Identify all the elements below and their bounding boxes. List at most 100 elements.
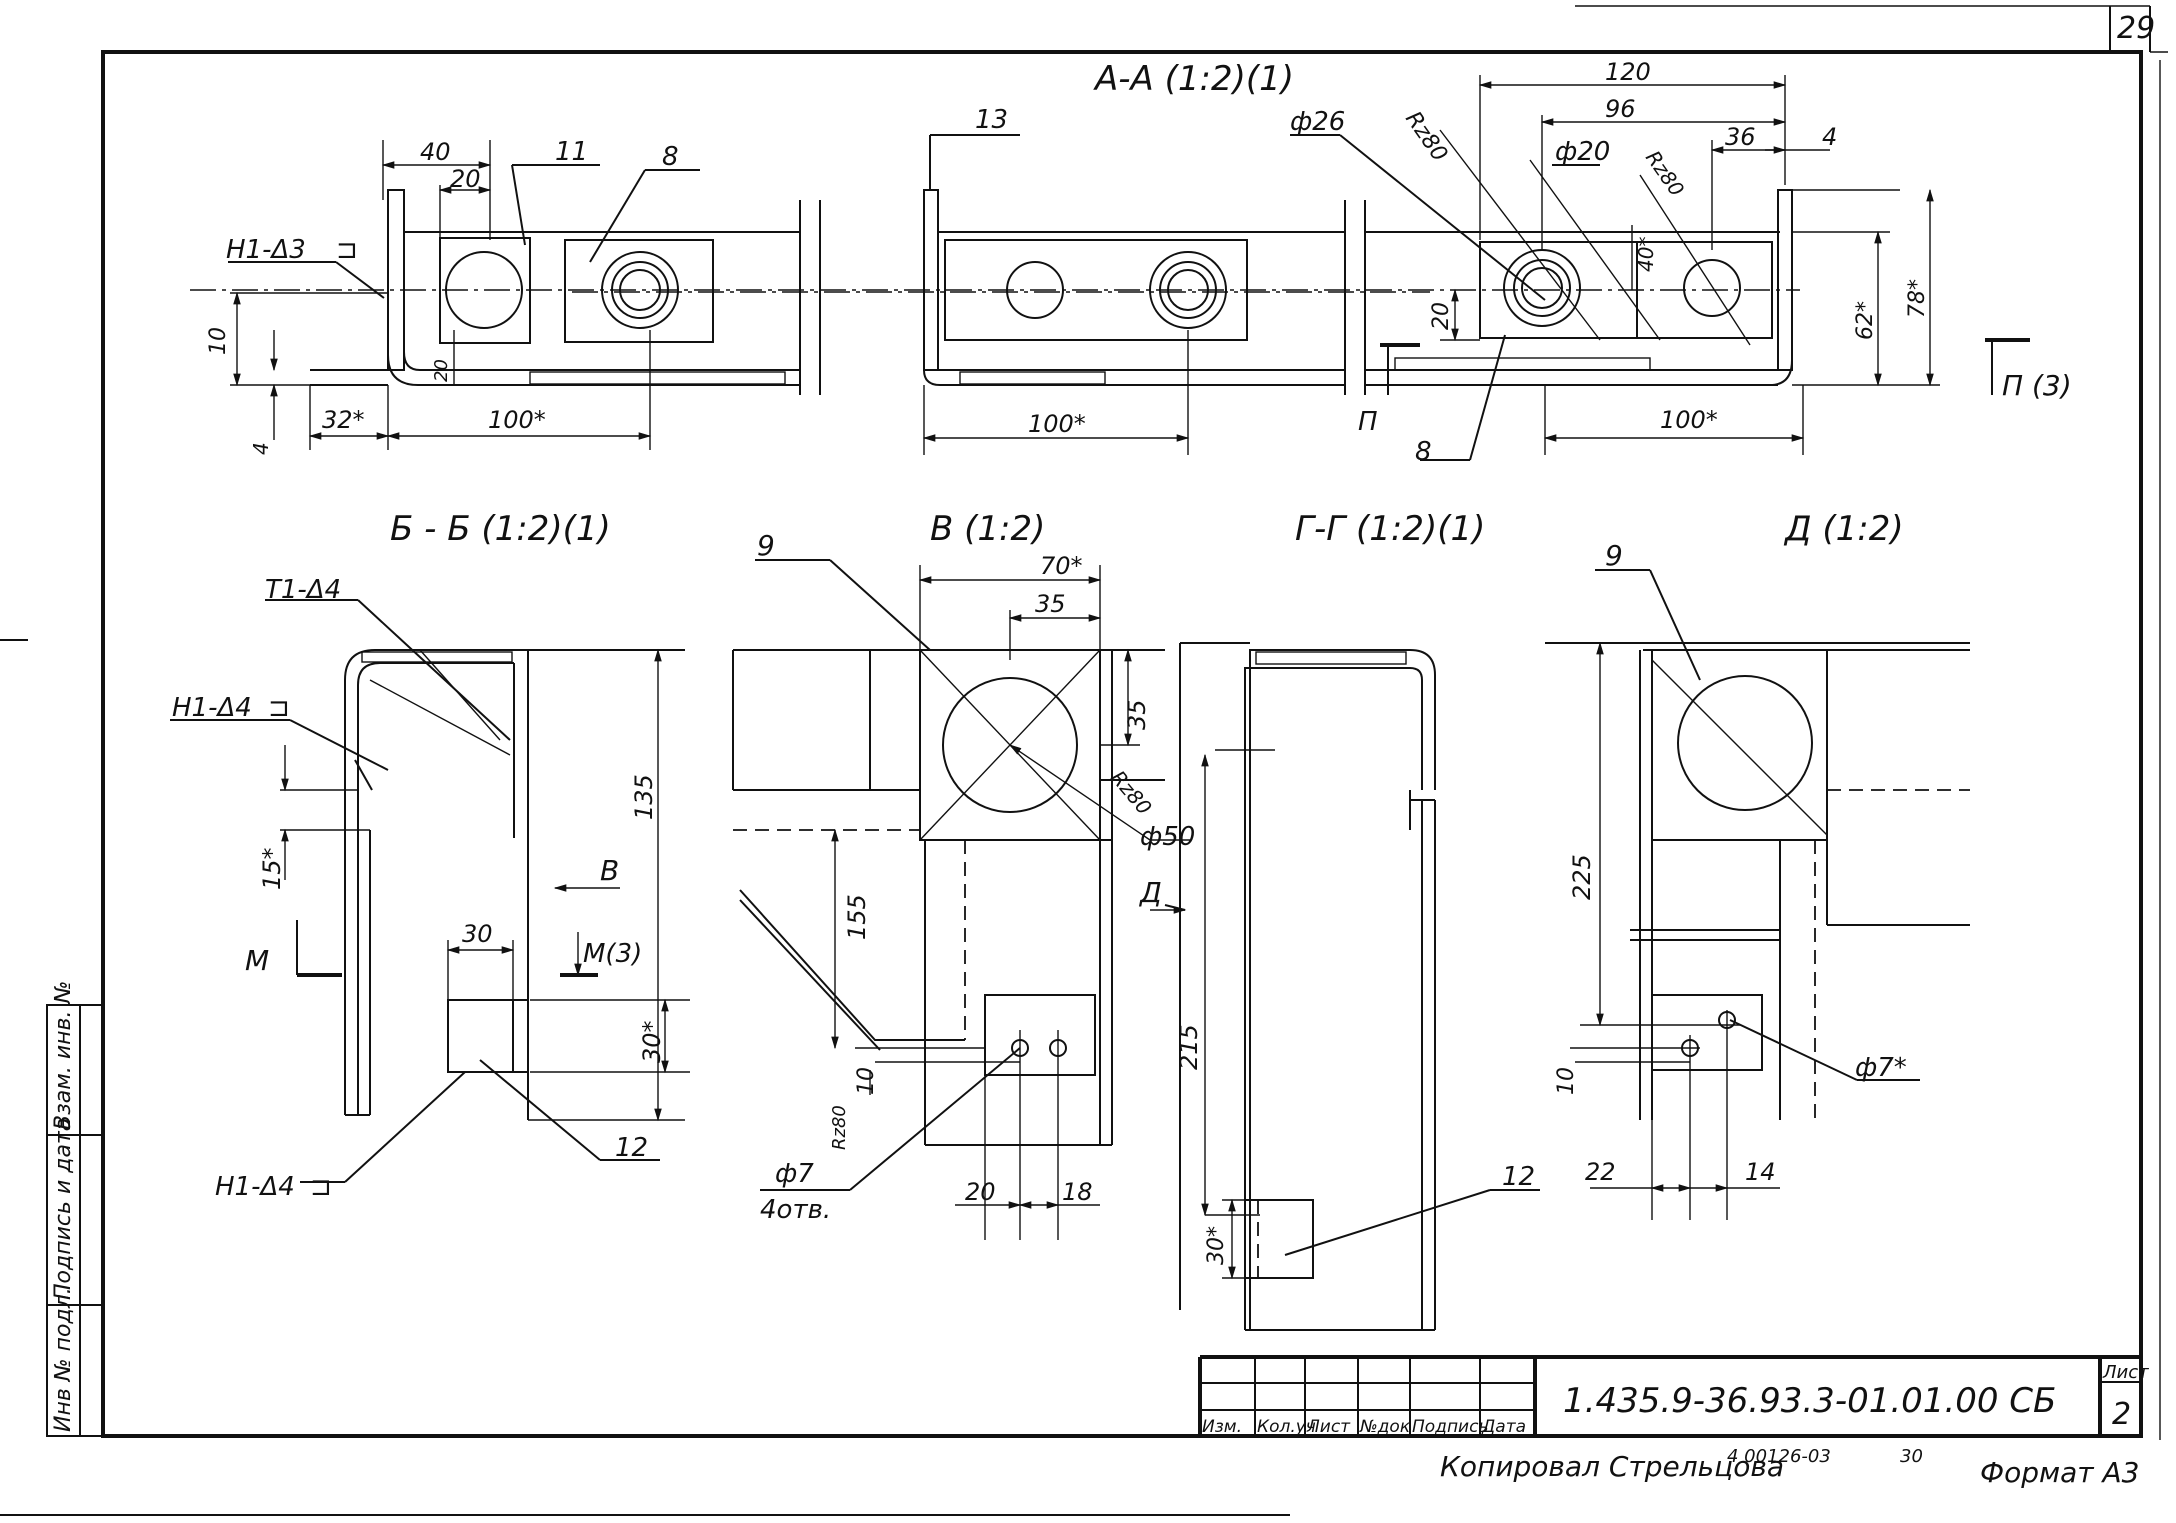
view-a-dim-4: 4 — [249, 442, 273, 455]
view-a-dim-4r: 4 — [1822, 123, 1837, 151]
view-c-dim-155: 155 — [843, 894, 871, 940]
view-a-weld-bracket-icon: ⊐ — [336, 235, 358, 265]
view-d-dim-215: 215 — [1175, 1024, 1203, 1070]
view-b-mark-m3: М(3) — [583, 939, 642, 969]
view-a-callout-13: 13 — [975, 105, 1008, 135]
view-c-dim-70: 70* — [1040, 552, 1083, 580]
view-a-rz80-b: Rz80 — [1641, 146, 1689, 201]
view-a-weld-label: Н1-Δ3 — [226, 235, 306, 265]
view-b-dim-135: 135 — [630, 774, 658, 820]
view-d-leaders — [1284, 1189, 1540, 1256]
view-a-leaders — [228, 134, 1600, 461]
view-a-dim-40s: 40* — [1634, 237, 1658, 272]
view-c-dimensions — [831, 565, 1190, 1240]
view-a-dim-78: 78* — [1905, 279, 1930, 318]
view-a-section-p3: П (3) — [2002, 369, 2072, 402]
view-c-dim-10: 10 — [854, 1067, 879, 1095]
document-code: 1.435.9-36.93.3-01.01.00 СБ — [1563, 1381, 2056, 1421]
view-b-geometry — [344, 649, 685, 1120]
view-e-leaders — [1595, 569, 1920, 1081]
view-e-dimensions — [1570, 641, 1780, 1220]
view-d-dim-30: 30* — [1204, 1226, 1229, 1265]
view-c-callout-9: 9 — [757, 529, 775, 562]
view-d-geometry — [1179, 642, 1436, 1331]
view-c-rz80: Rz80 — [1106, 766, 1156, 820]
view-a-phi26: ф26 — [1290, 107, 1345, 137]
view-c-phi7: ф7 — [775, 1159, 814, 1189]
view-b-dimensions — [280, 648, 690, 1122]
view-a-phi20: ф20 — [1555, 137, 1610, 167]
view-b-dim-30: 30 — [462, 920, 493, 948]
view-a-dim-20b: 20 — [431, 359, 452, 382]
view-c-dim-35v: 35 — [1123, 699, 1151, 730]
view-c-leaders — [755, 559, 1021, 1191]
title-header-list: Лист — [1306, 1417, 1351, 1437]
view-a-dim-100-left: 100* — [488, 406, 546, 434]
view-d-title: Г-Г (1:2)(1) — [1295, 509, 1485, 549]
view-b-weld-t: Т1-Δ4 — [265, 575, 341, 605]
view-e-title: Д (1:2) — [1783, 509, 1904, 549]
view-d-dimensions — [1201, 753, 1260, 1280]
order-ref: 4 00126-03 — [1727, 1446, 1831, 1467]
side-stamp — [46, 1004, 104, 1437]
view-b-mark-m: М — [245, 944, 269, 977]
view-c-title: В (1:2) — [930, 509, 1045, 549]
order-num: 30 — [1900, 1446, 1923, 1467]
view-a-title: А-А (1:2)(1) — [1093, 59, 1294, 99]
stamp-vzam-inv: Взам. инв. № — [51, 981, 76, 1130]
view-e-dim-14: 14 — [1745, 1158, 1776, 1186]
view-a-dim-20: 20 — [450, 165, 481, 193]
title-header-kol: Кол.уч — [1257, 1417, 1316, 1437]
view-c-phi50: ф50 — [1140, 822, 1195, 852]
view-c-geometry — [732, 649, 1165, 1146]
sheet-frame — [0, 5, 2168, 1516]
view-a-dim-62: 62* — [1853, 301, 1878, 340]
view-a-dim-96: 96 — [1605, 95, 1636, 123]
sheet-number: 2 — [2112, 1397, 2131, 1432]
title-header-ndok: №док — [1359, 1417, 1411, 1437]
view-a-dim-20c: 20 — [1429, 302, 1454, 330]
copied-by: Копировал Стрельцова — [1440, 1450, 1784, 1483]
view-b-weld-h1: Н1-Δ4 — [172, 693, 252, 723]
view-b-dim-30v: 30* — [638, 1020, 666, 1063]
view-a-dim-40: 40 — [420, 138, 451, 166]
view-e-phi7: ф7* — [1855, 1053, 1907, 1083]
stamp-podpis-data: Подпись и дата — [51, 1118, 76, 1300]
view-e-dim-22: 22 — [1585, 1158, 1616, 1186]
view-c-dim-20: 20 — [965, 1178, 996, 1206]
view-b-title: Б - Б (1:2)(1) — [390, 509, 611, 549]
title-header-podpis: Подпись — [1412, 1417, 1488, 1437]
format-label: Формат А3 — [1980, 1456, 2139, 1489]
view-c-rz80b: Rz80 — [829, 1105, 850, 1150]
view-a-callout-8: 8 — [662, 142, 679, 172]
view-c-dim-35: 35 — [1035, 590, 1066, 618]
view-c-dim-18: 18 — [1062, 1178, 1093, 1206]
view-a-dim-32: 32* — [322, 406, 365, 434]
title-header-izm: Изм. — [1202, 1417, 1242, 1437]
title-block — [1198, 1355, 2141, 1436]
view-c-arrow-d: Д — [1138, 876, 1162, 909]
corner-page-number: 29 — [2117, 11, 2155, 46]
view-a-geometry — [190, 129, 1800, 395]
view-d-callout-12: 12 — [1502, 1162, 1535, 1192]
view-b-callout-12: 12 — [615, 1133, 648, 1163]
view-a-callout-8b: 8 — [1415, 437, 1432, 467]
view-e-dim-10: 10 — [1554, 1067, 1579, 1095]
view-a-dimensions — [230, 75, 2030, 455]
view-b-arrow-v: В — [600, 854, 619, 887]
view-e-dim-225: 225 — [1568, 854, 1596, 900]
view-b-weld-h1-bracket-icon: ⊐ — [268, 693, 290, 723]
view-e-callout-9: 9 — [1605, 539, 1623, 572]
sheet-label: Лист — [2102, 1362, 2149, 1383]
view-a-dim-100-right: 100* — [1660, 406, 1718, 434]
view-a-dim-120: 120 — [1605, 58, 1651, 86]
view-a-dim-10: 10 — [206, 327, 231, 355]
view-a-dim-100-mid: 100* — [1028, 410, 1086, 438]
view-b-dim-15: 15* — [258, 847, 286, 890]
view-a-rz80-a: Rz80 — [1400, 107, 1452, 166]
stamp-inv-podl: Инв № подл. — [51, 1287, 76, 1432]
view-e-geometry — [1545, 642, 1970, 1120]
view-b-weld-h2-bracket-icon: ⊐ — [310, 1172, 332, 1202]
view-a-dim-36: 36 — [1725, 123, 1756, 151]
